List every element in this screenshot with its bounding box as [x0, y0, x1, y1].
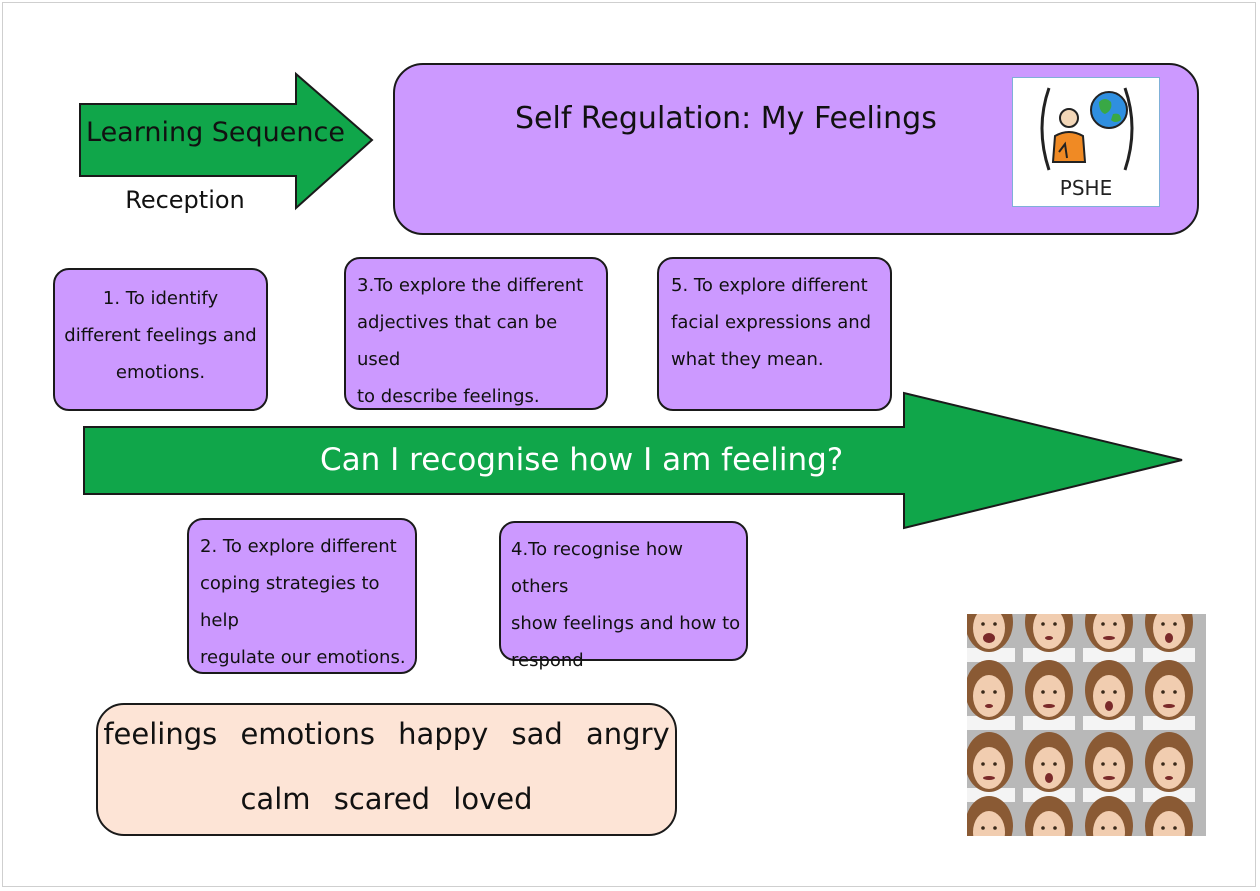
objective-5-line-3: what they mean.	[671, 349, 824, 370]
objective-card-1: 1. To identify different feelings and em…	[53, 268, 268, 411]
objective-3-line-2: adjectives that can be used	[357, 312, 558, 370]
objective-2-line-1: 2. To explore different	[200, 536, 397, 557]
objective-card-3: 3.To explore the different adjectives th…	[344, 257, 608, 410]
stage-label: Reception	[125, 186, 245, 214]
objective-1-line-1: 1. To identify	[102, 288, 219, 309]
face-thumbnail	[967, 796, 1013, 836]
objective-2-line-2: coping strategies to help	[200, 573, 380, 631]
vocabulary-box: feelings emotions happy sad angry calm s…	[96, 703, 677, 836]
objective-4-line-3: respond	[511, 650, 584, 671]
faces-grid	[967, 614, 1206, 836]
main-question: Can I recognise how I am feeling?	[320, 442, 844, 478]
objective-3-line-3: to describe feelings.	[357, 386, 540, 407]
objective-4-line-2: show feelings and how to	[511, 613, 741, 634]
objective-1-line-3: emotions.	[115, 362, 206, 383]
vocabulary-line-2: calm scared loved	[240, 782, 533, 816]
pshe-label: PSHE	[1059, 176, 1113, 200]
objective-5-line-1: 5. To explore different	[671, 275, 868, 296]
face-thumbnail	[1023, 614, 1075, 662]
objective-card-5: 5. To explore different facial expressio…	[657, 257, 892, 411]
face-thumbnail	[1023, 660, 1075, 730]
objective-card-4: 4.To recognise how others show feelings …	[499, 521, 748, 671]
objective-4-line-1: 4.To recognise how others	[511, 539, 683, 597]
learning-sequence-label: Learning Sequence	[86, 117, 345, 148]
face-thumbnail	[1083, 732, 1135, 802]
face-thumbnail	[967, 660, 1015, 730]
face-thumbnail	[1083, 614, 1135, 662]
main-question-arrow	[83, 391, 1183, 530]
vocabulary-line-1: feelings emotions happy sad angry	[103, 717, 670, 751]
objective-5-line-2: facial expressions and	[671, 312, 872, 333]
objective-1-line-2: different feelings and	[64, 325, 257, 346]
title-box: Self Regulation: My Feelings PSHE	[393, 63, 1199, 235]
face-thumbnail	[1143, 732, 1195, 802]
facial-expressions-photo	[967, 614, 1206, 836]
face-thumbnail	[1083, 660, 1135, 730]
face-thumbnail	[1143, 614, 1195, 662]
pshe-symbol-icon	[1040, 87, 1134, 171]
face-thumbnail	[1025, 796, 1073, 836]
page-title: Self Regulation: My Feelings	[515, 101, 937, 136]
objective-card-2: 2. To explore different coping strategie…	[187, 518, 417, 674]
objective-3-line-1: 3.To explore the different	[357, 275, 584, 296]
face-thumbnail	[967, 614, 1015, 662]
face-thumbnail	[1023, 732, 1075, 802]
objective-2-line-3: regulate our emotions.	[200, 647, 406, 668]
learning-sequence-arrow	[79, 71, 374, 211]
face-thumbnail	[1085, 796, 1133, 836]
pshe-badge: PSHE	[1012, 77, 1160, 207]
face-thumbnail	[1145, 796, 1193, 836]
face-thumbnail	[967, 732, 1015, 802]
face-thumbnail	[1143, 660, 1195, 730]
